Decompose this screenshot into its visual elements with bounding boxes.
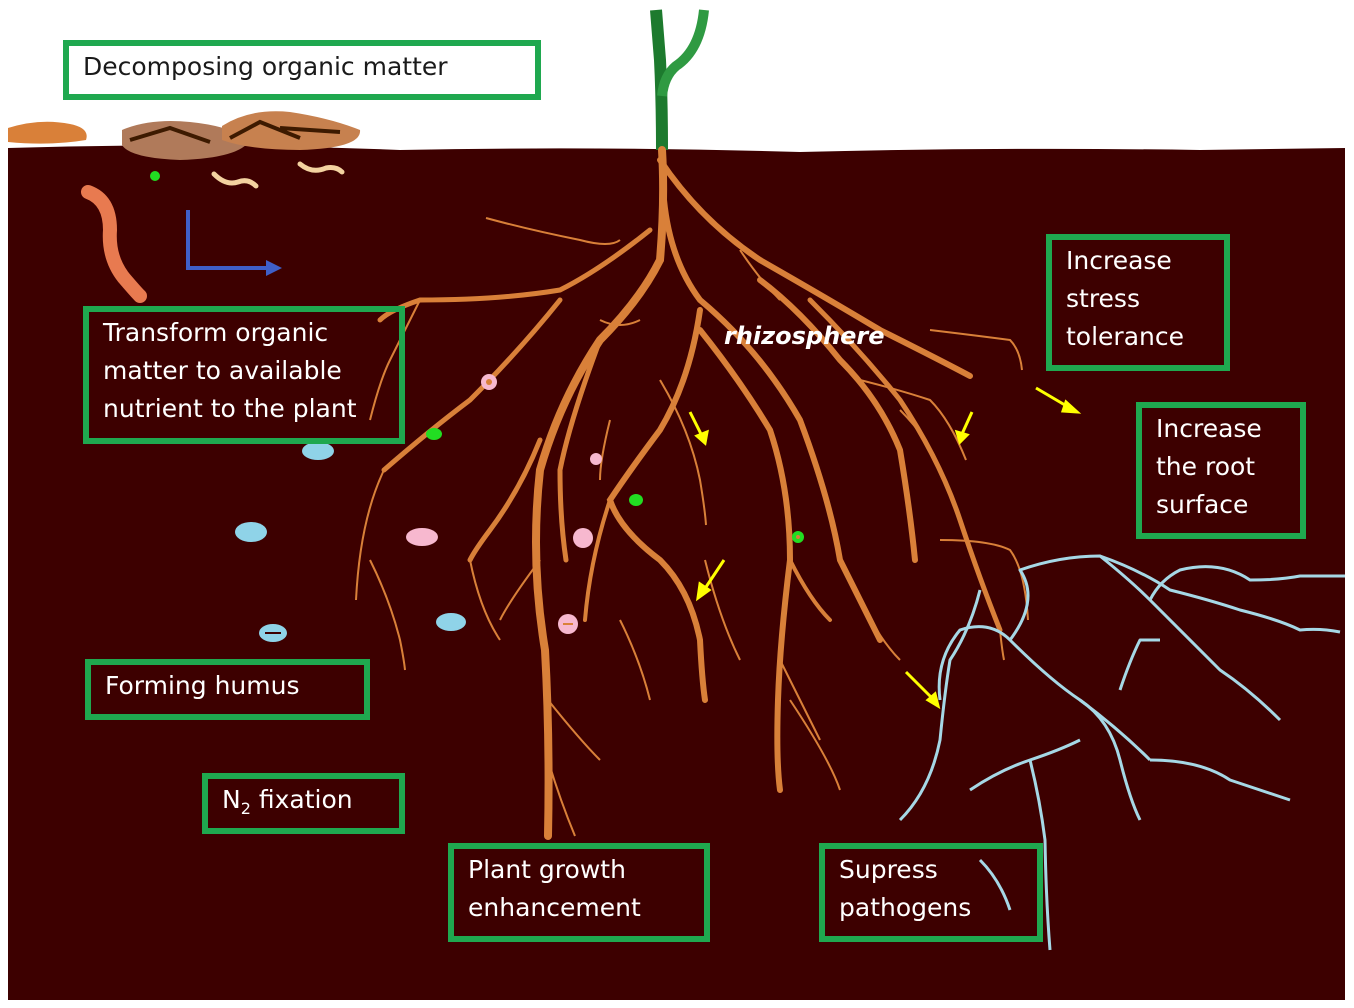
transform-text: Transform organic matter to available nu… [103, 318, 357, 423]
forming-humus-label: Forming humus [85, 659, 370, 720]
n2-suffix: fixation [259, 785, 353, 814]
n2-prefix: N [222, 785, 241, 814]
pathogens-text: Supress pathogens [839, 855, 971, 922]
n2-fixation-label: N2 fixation [202, 773, 405, 834]
root-surface-text: Increase the root surface [1156, 414, 1262, 519]
stress-text: Increase stress tolerance [1066, 246, 1184, 351]
humus-text: Forming humus [105, 671, 300, 700]
transform-organic-matter-label: Transform organic matter to available nu… [83, 306, 405, 444]
rhizosphere-label: rhizosphere [724, 322, 885, 350]
bacterium [150, 171, 160, 181]
plant-growth-text: Plant growth enhancement [468, 855, 641, 922]
decomposing-text: Decomposing organic matter [83, 52, 448, 81]
n2-subscript: 2 [241, 799, 251, 818]
decomposing-organic-matter-label: Decomposing organic matter [63, 40, 541, 100]
plant-growth-label: Plant growth enhancement [448, 843, 710, 942]
stress-tolerance-label: Increase stress tolerance [1046, 234, 1230, 371]
root-surface-label: Increase the root surface [1136, 402, 1306, 539]
supress-pathogens-label: Supress pathogens [819, 843, 1043, 942]
